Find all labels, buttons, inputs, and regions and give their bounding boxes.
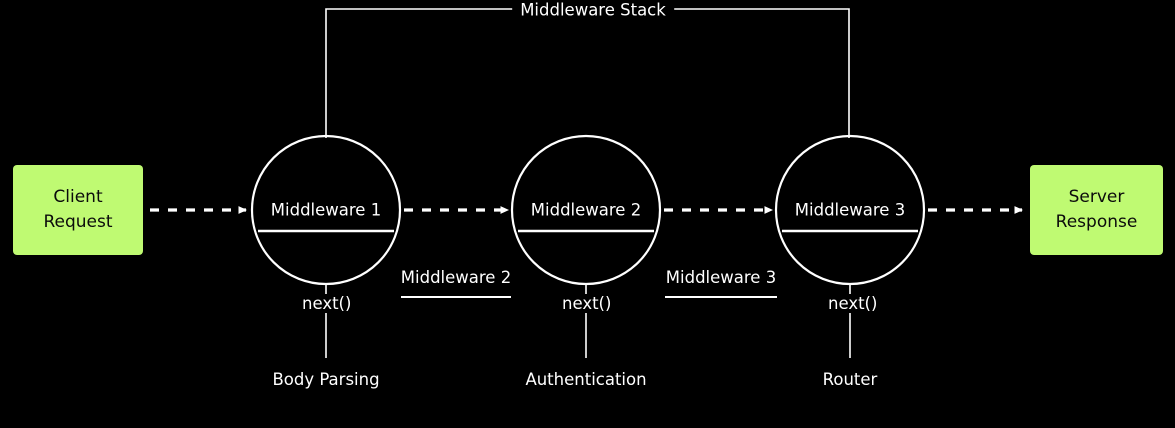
middleware-2-next-label: next() [559,294,615,313]
client-request-line-2: Request [43,212,113,232]
middleware-3-next-label: next() [825,294,881,313]
handler-label-router: Router [822,370,878,389]
handler-label-body-parsing: Body Parsing [272,370,380,389]
client-request-box[interactable]: Client Request [13,165,143,255]
middleware-stack-label: Middleware Stack [512,0,674,20]
handler-label-authentication: Authentication [525,370,647,389]
middleware-3-label[interactable]: Middleware 3 [790,199,910,221]
middleware-1-label[interactable]: Middleware 1 [266,199,386,221]
middleware-stack-bracket [325,8,850,138]
server-response-line-2: Response [1055,212,1138,232]
client-request-text: Client Request [43,185,112,234]
server-response-line-1: Server [1068,187,1125,208]
middleware-1-next-label: next() [299,294,355,313]
server-response-text: Server Response [1056,185,1138,234]
middleware-2-label[interactable]: Middleware 2 [526,199,646,221]
edge-label-middleware-2: Middleware 2 [400,268,512,287]
client-request-line-1: Client [53,187,103,208]
edge-label-middleware-3: Middleware 3 [665,268,777,287]
server-response-box[interactable]: Server Response [1030,165,1163,255]
